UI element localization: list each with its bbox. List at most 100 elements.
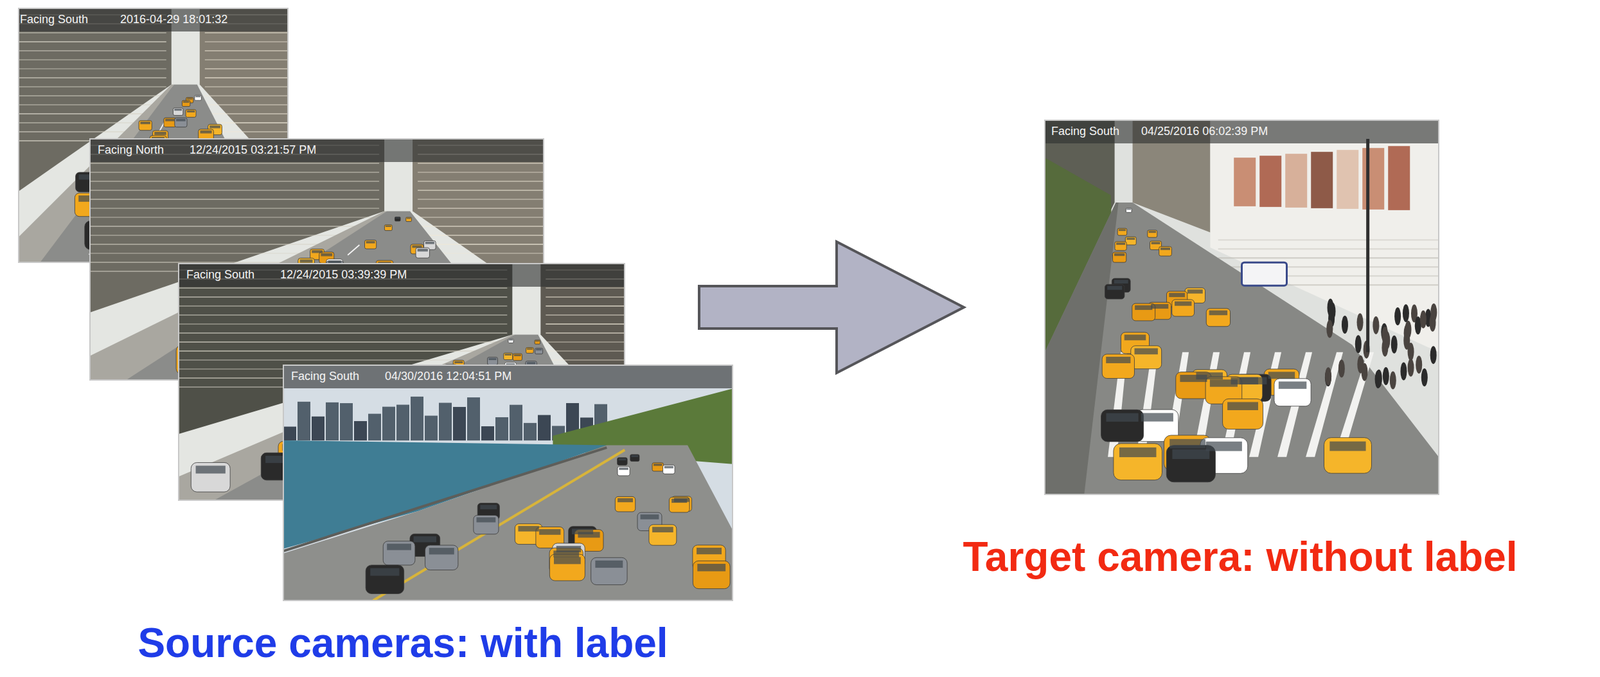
car-window: [1329, 441, 1366, 452]
building-floor: [89, 180, 380, 182]
car-window: [176, 118, 186, 122]
skyline-building: [467, 397, 480, 441]
car-window: [553, 550, 579, 557]
car-window: [411, 244, 422, 248]
building-floor: [545, 332, 625, 334]
pedestrian: [1394, 307, 1401, 326]
car-window: [320, 253, 333, 257]
car-window: [1126, 237, 1135, 240]
car: [535, 348, 543, 355]
skyline-building: [537, 415, 551, 441]
car-window: [652, 526, 674, 533]
pedestrian: [1421, 368, 1428, 387]
skyline-building: [509, 404, 523, 441]
car-window: [697, 563, 726, 572]
car-window: [1187, 289, 1203, 294]
car-window: [617, 497, 633, 502]
skyline-building: [354, 420, 367, 441]
car: [591, 557, 628, 585]
building-floor: [89, 225, 380, 227]
car-window: [1134, 348, 1158, 355]
camera-photo: [1044, 120, 1439, 495]
timestamp-text: Facing South: [291, 364, 360, 387]
car: [138, 120, 152, 130]
building-floor: [545, 359, 625, 361]
photo-border: [1044, 120, 1439, 495]
pedestrian: [1326, 320, 1333, 338]
pedestrian: [1324, 366, 1332, 385]
sky: [283, 364, 733, 601]
car: [382, 541, 416, 565]
railing: [283, 447, 607, 551]
car: [648, 524, 677, 545]
car: [668, 496, 690, 513]
car-window: [165, 118, 175, 122]
skyline-building: [438, 402, 452, 441]
pedestrian: [1415, 355, 1423, 374]
lane-mark: [347, 244, 360, 256]
car: [163, 117, 177, 127]
car: [487, 357, 498, 365]
bike-lane: [1044, 202, 1119, 495]
car-window: [174, 108, 182, 111]
building-floor: [545, 350, 625, 352]
car: [1166, 445, 1216, 482]
car-window: [386, 543, 412, 551]
car-window: [1134, 305, 1153, 310]
car: [1113, 443, 1163, 480]
pedestrian: [1329, 302, 1336, 320]
building-floor: [545, 314, 625, 316]
building-floor: [417, 207, 544, 209]
car-window: [488, 357, 497, 360]
timestamp-band: [178, 263, 625, 287]
car: [512, 353, 522, 361]
car-window: [517, 525, 539, 532]
pedestrian: [1382, 366, 1390, 385]
car: [194, 95, 202, 101]
building-floor: [545, 287, 625, 289]
timestamp-text: Facing South: [19, 8, 89, 31]
car-window: [514, 354, 522, 356]
caption-label: Source cameras: with label: [137, 620, 668, 666]
car-window: [1150, 303, 1169, 309]
pedestrian: [1389, 371, 1397, 390]
skyline-building: [283, 426, 297, 441]
skyline-building: [396, 404, 410, 441]
car: [1323, 437, 1372, 473]
pedestrian: [1355, 334, 1362, 353]
camera-photo-node: Facing South2016-04-29 18:01:32: [18, 8, 288, 263]
building-floor: [417, 243, 544, 245]
car-window: [1268, 371, 1295, 379]
building-floor: [204, 77, 288, 79]
car: [181, 100, 190, 107]
car: [1132, 303, 1156, 321]
billboard-panel: [1336, 149, 1359, 209]
car: [384, 224, 392, 231]
building-floor: [417, 234, 544, 236]
building-floor: [178, 341, 507, 343]
building-floor: [18, 41, 167, 43]
pedestrian: [1400, 361, 1407, 380]
pedestrian: [1402, 303, 1410, 322]
building-floor: [1218, 257, 1439, 259]
building-floor: [178, 314, 507, 316]
car: [185, 109, 196, 117]
billboard-panel: [1233, 157, 1256, 207]
pedestrian: [1407, 358, 1415, 377]
pedestrian: [1391, 335, 1398, 354]
car-window: [417, 248, 428, 252]
car: [364, 239, 376, 249]
building-floor: [18, 50, 167, 52]
car-window: [429, 547, 455, 554]
car: [630, 454, 640, 462]
pedestrian: [1375, 369, 1383, 388]
skyline-building: [495, 417, 509, 441]
building-floor: [204, 86, 288, 88]
pedestrian: [1361, 363, 1369, 382]
car-window: [1278, 381, 1307, 389]
pedestrian: [1338, 359, 1345, 378]
building-floor: [417, 216, 544, 218]
car-window: [1206, 441, 1243, 452]
car: [1125, 236, 1137, 245]
building-floor: [89, 216, 380, 218]
